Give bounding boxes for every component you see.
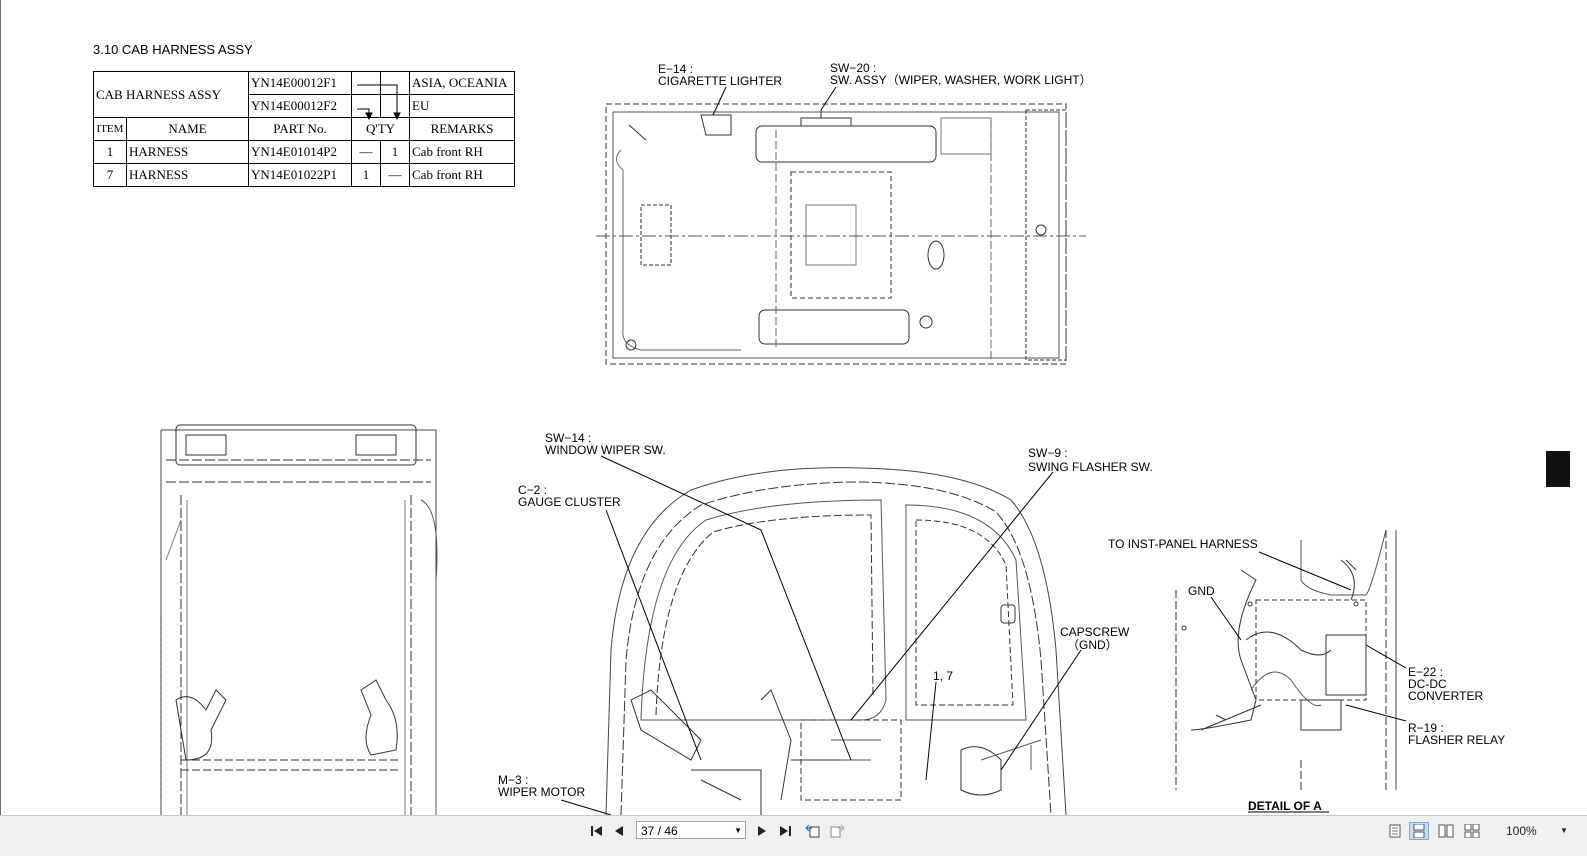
- cell-qty2: —: [380, 163, 410, 187]
- harness-drawing: [160, 84, 1407, 815]
- page-forward-button[interactable]: [828, 822, 846, 840]
- single-page-view-button[interactable]: [1386, 822, 1404, 840]
- viewer-toolbar: 37 / 46 ▼ 100% ▼: [0, 815, 1587, 856]
- callout-c2-code: C−2 :: [518, 483, 548, 497]
- page-back-icon: [805, 824, 820, 838]
- prev-page-button[interactable]: [611, 822, 627, 840]
- two-page-icon: [1438, 824, 1454, 838]
- cell-qty1: 1: [351, 163, 381, 187]
- continuous-icon: [1413, 824, 1425, 838]
- callout-sw20-code: SW−20 :: [830, 61, 877, 75]
- variant-part-no: YN14E00012F1: [248, 71, 352, 95]
- header-qty: Q'TY: [351, 117, 410, 141]
- next-page-icon: [758, 826, 766, 836]
- first-page-icon: [591, 826, 602, 836]
- two-page-view-button[interactable]: [1436, 822, 1456, 840]
- zoom-value: 100%: [1506, 824, 1537, 838]
- last-page-button[interactable]: [776, 822, 794, 840]
- table-row: 1 HARNESS YN14E01014P2 — 1 Cab front RH: [93, 140, 515, 164]
- section-title: 3.10 CAB HARNESS ASSY: [93, 42, 253, 57]
- document-page: 3.10 CAB HARNESS ASSY CAB HARNESS ASSY Y…: [0, 0, 1570, 815]
- callout-sw14-name: WINDOW WIPER SW.: [545, 443, 666, 457]
- table-row: YN14E00012F2 EU: [94, 94, 515, 118]
- cab-side-view: [160, 424, 438, 815]
- last-page-icon: [780, 826, 791, 836]
- callout-m3-code: M−3 :: [498, 773, 529, 787]
- header-part-no: PART No.: [248, 117, 352, 141]
- callout-r19-name: FLASHER RELAY: [1408, 733, 1506, 747]
- callout-e22-name2: CONVERTER: [1408, 689, 1484, 703]
- callout-capscrew-gnd: （GND）: [1067, 638, 1118, 652]
- detail-leaders: [1210, 551, 1407, 813]
- table-row: CAB HARNESS ASSY YN14E00012F1 ASIA, OCEA…: [93, 71, 515, 118]
- cell-name: HARNESS: [126, 163, 249, 187]
- cell-item: 1: [93, 140, 127, 164]
- callout-e14-name: CIGARETTE LIGHTER: [658, 74, 783, 88]
- callout-sw20-name: SW. ASSY（WIPER, WASHER, WORK LIGHT）: [830, 73, 1092, 87]
- callout-e22-code: E−22 :: [1408, 665, 1444, 679]
- leader-lines: [560, 455, 1082, 815]
- callout-e22-name1: DC-DC: [1408, 677, 1447, 691]
- page-forward-icon: [830, 824, 845, 838]
- cell-item: 7: [93, 163, 127, 187]
- cell-remarks: Cab front RH: [409, 163, 515, 187]
- page-back-button[interactable]: [804, 822, 822, 840]
- header-name: NAME: [126, 117, 249, 141]
- detail-a-drawing: [1175, 529, 1397, 790]
- callout-r19-code: R−19 :: [1408, 721, 1444, 735]
- callout-sw9-name: SWING FLASHER SW.: [1028, 460, 1153, 474]
- callout-gnd: GND: [1188, 584, 1215, 598]
- callout-sw9-code: SW−9 :: [1028, 446, 1068, 460]
- chevron-down-icon: ▼: [1560, 826, 1568, 835]
- single-page-icon: [1389, 824, 1401, 838]
- chevron-down-icon: ▼: [734, 826, 742, 835]
- next-page-button[interactable]: [754, 822, 770, 840]
- first-page-button[interactable]: [588, 822, 606, 840]
- parts-table: CAB HARNESS ASSY YN14E00012F1 ASIA, OCEA…: [93, 71, 515, 187]
- callout-c2-name: GAUGE CLUSTER: [518, 495, 621, 509]
- page-number-input[interactable]: 37 / 46 ▼: [636, 821, 746, 839]
- two-page-continuous-button[interactable]: [1462, 822, 1482, 840]
- cab-front-view: [605, 467, 1067, 815]
- variant-remarks: EU: [409, 94, 515, 118]
- callout-inst-panel: TO INST-PANEL HARNESS: [1108, 537, 1258, 551]
- callout-sw14-code: SW−14 :: [545, 431, 592, 445]
- callout-capscrew: CAPSCREW: [1060, 625, 1130, 639]
- assy-name-cell: CAB HARNESS ASSY: [93, 71, 249, 118]
- table-row: 7 HARNESS YN14E01022P1 1 — Cab front RH: [93, 163, 515, 187]
- page-number-text: 37 / 46: [641, 824, 678, 838]
- table-header-row: ITEM NAME PART No. Q'TY REMARKS: [93, 117, 515, 141]
- callout-e14-code: E−14 :: [658, 62, 694, 76]
- top-view-console: [596, 103, 1086, 365]
- two-page-continuous-icon: [1464, 824, 1480, 838]
- callout-item-ref: 1, 7: [933, 669, 954, 683]
- cell-remarks: Cab front RH: [409, 140, 515, 164]
- qty-arrows: [357, 84, 401, 121]
- prev-page-icon: [615, 826, 623, 836]
- zoom-select[interactable]: 100% ▼: [1498, 821, 1568, 841]
- detail-label: DETAIL OF A: [1248, 799, 1322, 813]
- continuous-view-button[interactable]: [1409, 822, 1429, 840]
- side-tab-marker: [1546, 451, 1570, 487]
- header-remarks: REMARKS: [409, 117, 515, 141]
- callout-m3-name: WIPER MOTOR: [498, 785, 586, 799]
- cell-qty2: 1: [380, 140, 410, 164]
